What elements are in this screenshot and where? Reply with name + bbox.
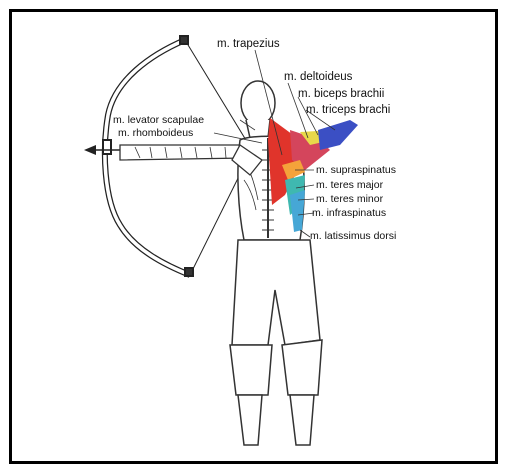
label-teres-minor: m. teres minor: [316, 193, 383, 205]
label-supraspinatus: m. supraspinatus: [316, 164, 396, 176]
label-levator-scapulae: m. levator scapulae: [113, 114, 204, 126]
label-trapezius: m. trapezius: [217, 38, 280, 50]
triceps-muscle: [318, 120, 358, 150]
label-triceps-brachi: m. triceps brachi: [306, 104, 390, 116]
label-biceps-brachii: m. biceps brachii: [298, 88, 384, 100]
label-teres-major: m. teres major: [316, 179, 383, 191]
pants: [230, 240, 322, 445]
label-rhomboideus: m. rhomboideus: [118, 127, 193, 139]
label-infraspinatus: m. infraspinatus: [312, 207, 386, 219]
left-arm: [120, 145, 245, 160]
label-latissimus-dorsi: m. latissimus dorsi: [310, 230, 396, 242]
label-deltoideus: m. deltoideus: [284, 71, 352, 83]
